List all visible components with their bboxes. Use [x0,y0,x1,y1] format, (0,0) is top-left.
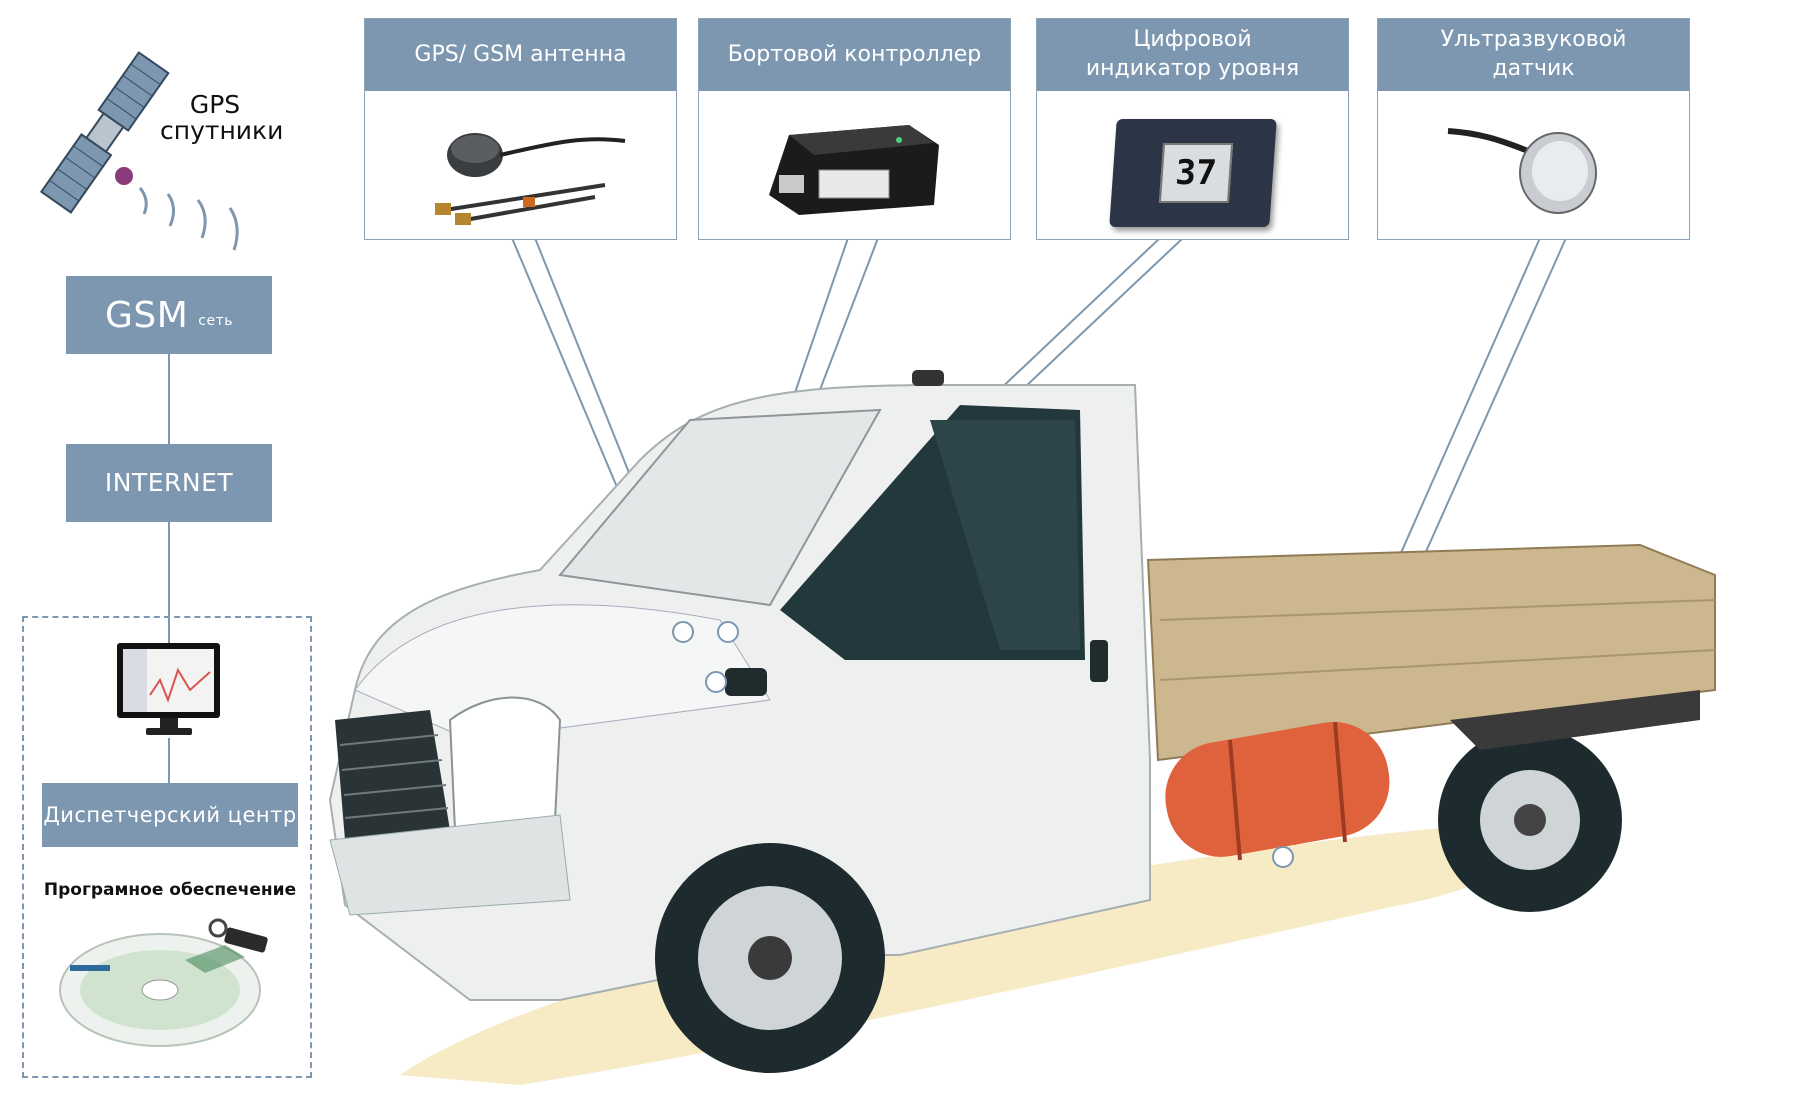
component-title: GPS/ GSM антенна [365,19,676,91]
dispatch-center-container [22,616,312,1078]
component-title-line2: индикатор уровня [1086,55,1299,84]
satellite-icon [41,53,237,250]
component-card-gps-antenna: GPS/ GSM антенна [364,18,677,240]
component-title: Бортовой контроллер [699,19,1010,91]
level-indicator-icon: 37 [1109,119,1277,227]
marker-indicator [706,672,726,692]
internet-box: INTERNET [66,444,272,522]
satellite-label-line2: спутники [160,118,270,144]
internet-label: INTERNET [105,467,233,498]
component-card-controller: Бортовой контроллер [698,18,1011,240]
marker-controller [718,622,738,642]
onboard-controller-icon [759,115,959,235]
component-title: Цифровой индикатор уровня [1037,19,1348,91]
dispatch-center-box: Диспетчерский центр [42,783,298,847]
satellite-label: GPS спутники [160,92,270,145]
component-title-line2: датчик [1492,55,1574,84]
level-indicator-display: 37 [1159,143,1233,203]
satellite-label-line1: GPS [160,92,270,118]
marker-antenna [673,622,693,642]
marker-ultrasonic [1273,847,1293,867]
headlight [450,698,560,831]
ultrasonic-sensor-icon [1438,111,1638,231]
dispatch-label: Диспетчерский центр [43,802,296,828]
component-card-ultrasonic-sensor: Ультразвуковой датчик [1377,18,1690,240]
gsm-label: GSM [105,293,188,338]
component-title-line1: Цифровой [1133,26,1251,55]
component-title: Ультразвуковой датчик [1378,19,1689,91]
gps-antenna-icon [405,115,645,235]
software-label: Програмное обеспечение [32,880,308,900]
level-indicator-value: 37 [1174,153,1218,193]
gsm-network-box: GSM сеть [66,276,272,354]
component-card-level-indicator: Цифровой индикатор уровня 37 [1036,18,1349,240]
component-title-line1: Ультразвуковой [1441,26,1627,55]
gsm-sub-label: сеть [198,313,233,331]
grille [335,710,450,840]
